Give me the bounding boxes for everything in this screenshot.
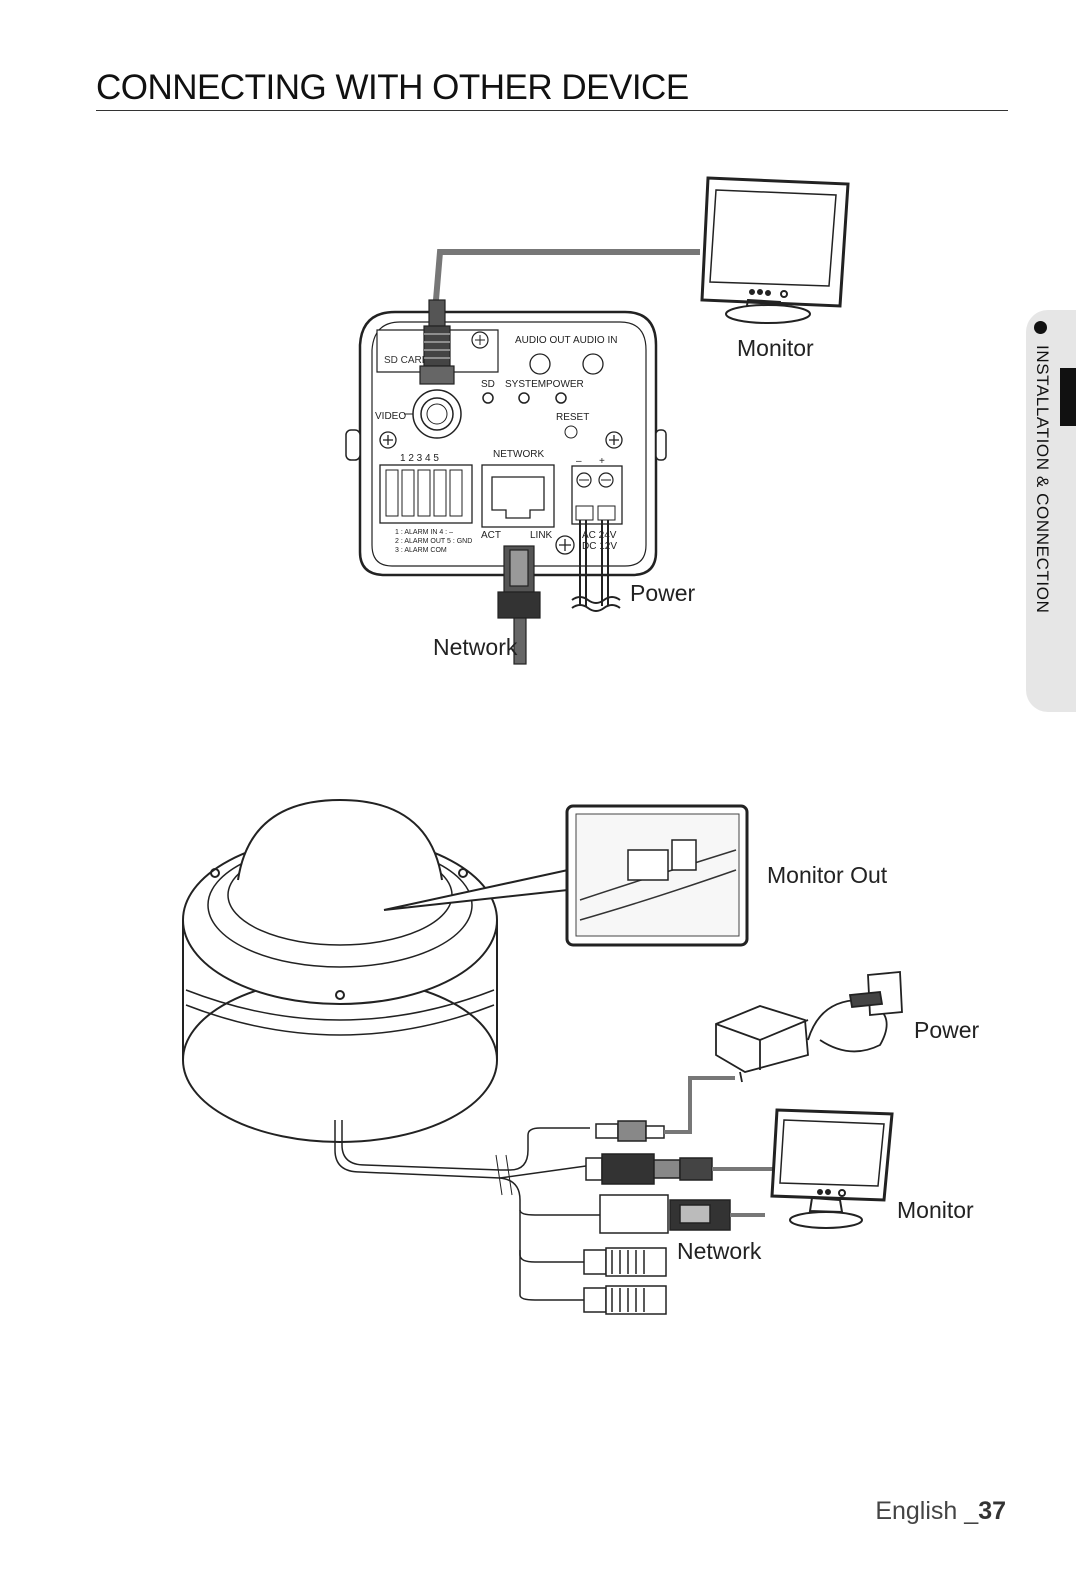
alarm-legend-3: 3 : ALARM COM — [395, 547, 447, 554]
bullet-icon — [1034, 321, 1047, 334]
footer-language: English — [875, 1497, 958, 1525]
side-tab-marker — [1060, 368, 1076, 426]
title-rule — [96, 110, 1008, 111]
monitor-icon-2 — [770, 1108, 894, 1229]
bnc-plug-icon — [419, 299, 455, 385]
audio-connector-icon — [583, 1247, 667, 1315]
monitor-label-2: Monitor — [897, 1197, 974, 1223]
sd-led-label: SD — [481, 379, 495, 390]
network-label-2: Network — [677, 1238, 762, 1264]
power-wires — [571, 520, 621, 612]
rj45-plug-icon — [497, 545, 541, 665]
monitor-out-callout — [383, 804, 749, 947]
page-number: 37 — [978, 1497, 1006, 1525]
page-title: CONNECTING WITH OTHER DEVICE — [96, 68, 689, 107]
reset-label: RESET — [556, 412, 589, 423]
camera-back-panel — [345, 310, 667, 577]
dc-connector-icon — [595, 1076, 735, 1142]
plus-label: + — [599, 456, 605, 467]
dc-voltage-label: DC 12V — [582, 541, 617, 552]
alarm-pins-label: 1 2 3 4 5 — [400, 453, 439, 464]
network-label: Network — [433, 634, 518, 660]
network-connector-icon — [599, 1194, 765, 1234]
bnc-connector-icon — [585, 1153, 775, 1185]
alarm-legend-2: 2 : ALARM OUT 5 : GND — [395, 538, 472, 545]
network-port-label: NETWORK — [493, 449, 544, 460]
minus-label: – — [576, 456, 582, 467]
page-footer: English _37 — [875, 1497, 1006, 1526]
cable-harness — [495, 1127, 600, 1301]
power-adapter-icon — [715, 971, 903, 1083]
footer-separator: _ — [957, 1497, 979, 1525]
audio-in-label: AUDIO IN — [573, 335, 617, 346]
system-led-label: SYSTEM — [505, 379, 546, 390]
sd-card-label: SD CARD — [384, 355, 429, 366]
act-label: ACT — [481, 530, 501, 541]
audio-out-label: AUDIO OUT — [515, 335, 571, 346]
video-cable — [433, 249, 700, 301]
power-label-2: Power — [914, 1017, 980, 1043]
dome-camera — [182, 798, 501, 1179]
video-port-label: VIDEO — [375, 411, 406, 422]
monitor-out-label: Monitor Out — [767, 862, 888, 888]
monitor-label: Monitor — [737, 335, 814, 361]
power-led-label: POWER — [546, 379, 584, 390]
link-label: LINK — [530, 530, 553, 541]
monitor-icon — [700, 176, 850, 324]
ac-voltage-label: AC 24V — [582, 530, 617, 541]
alarm-legend-1: 1 : ALARM IN 4 : – — [395, 529, 453, 536]
power-label: Power — [630, 580, 696, 606]
